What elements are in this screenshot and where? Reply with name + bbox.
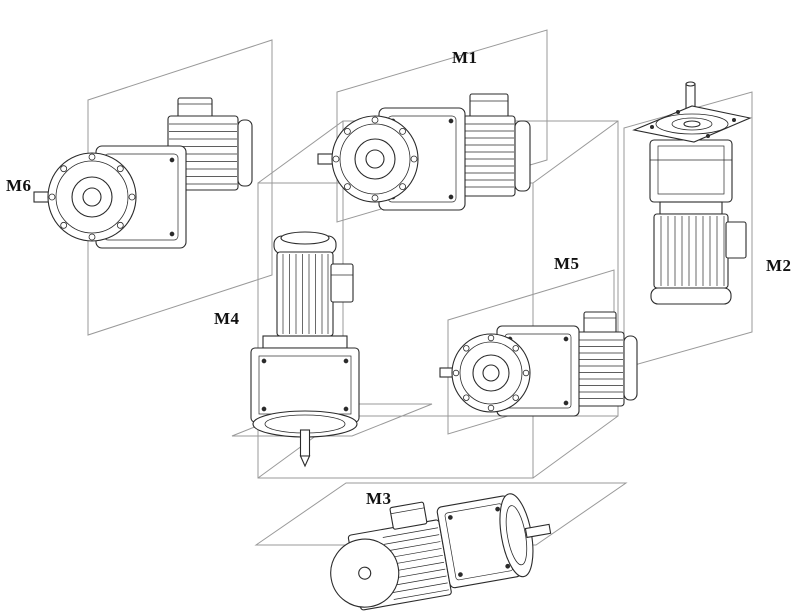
gearmotor-m1-drawing bbox=[317, 93, 531, 211]
m5-terminal-box bbox=[583, 311, 617, 335]
m1-motor-body bbox=[462, 115, 516, 197]
m5-motor-body bbox=[575, 331, 625, 407]
m3-fan-cover bbox=[330, 538, 400, 608]
label-m5: M5 bbox=[554, 254, 580, 273]
label-m4: M4 bbox=[214, 309, 240, 328]
m2-terminal-box bbox=[725, 221, 747, 259]
m5-cooling-fins bbox=[577, 339, 623, 399]
m2-gear-housing bbox=[649, 139, 733, 203]
m4-terminal-box bbox=[330, 263, 354, 303]
m2-fan-cowl bbox=[650, 287, 732, 305]
m6-flange-bolts bbox=[48, 153, 136, 241]
m5-fan-cowl bbox=[623, 335, 638, 401]
m2-flange-plate bbox=[632, 105, 752, 143]
label-m3: M3 bbox=[366, 489, 392, 508]
gearmotor-m3-drawing bbox=[330, 493, 552, 611]
label-m1: M1 bbox=[452, 48, 478, 67]
m3-cooling-fins bbox=[382, 527, 449, 600]
m1-flange bbox=[331, 115, 419, 203]
m6-terminal-box bbox=[177, 97, 213, 119]
m1-flange-bolts bbox=[332, 116, 418, 202]
m2-cooling-fins bbox=[660, 216, 725, 286]
m4-shaft bbox=[299, 429, 311, 457]
m3-shaft bbox=[524, 523, 552, 539]
m5-flange-bolts bbox=[452, 334, 530, 412]
m4-cooling-fins bbox=[282, 254, 329, 334]
label-m6: M6 bbox=[6, 176, 32, 195]
m6-fan-cowl bbox=[237, 119, 253, 187]
m4-adapter bbox=[262, 335, 348, 349]
gearmotor-m2-drawing bbox=[632, 81, 752, 305]
m1-cooling-fins bbox=[464, 123, 514, 188]
m6-flange bbox=[47, 152, 137, 242]
m2-adapter bbox=[659, 201, 723, 215]
m1-fan-cowl bbox=[514, 120, 531, 192]
m5-flange bbox=[451, 333, 531, 413]
m1-terminal-box bbox=[469, 93, 509, 119]
gearmotor-m5-drawing bbox=[439, 311, 638, 417]
m6-cooling-fins bbox=[169, 123, 237, 185]
plane-m2 bbox=[623, 91, 753, 369]
gearmotor-m4-drawing bbox=[250, 231, 360, 468]
m4-motor-body bbox=[276, 251, 334, 337]
gearmotor-m6-drawing bbox=[33, 97, 253, 249]
label-m2: M2 bbox=[766, 256, 792, 275]
m2-flange-bolts bbox=[650, 110, 736, 138]
